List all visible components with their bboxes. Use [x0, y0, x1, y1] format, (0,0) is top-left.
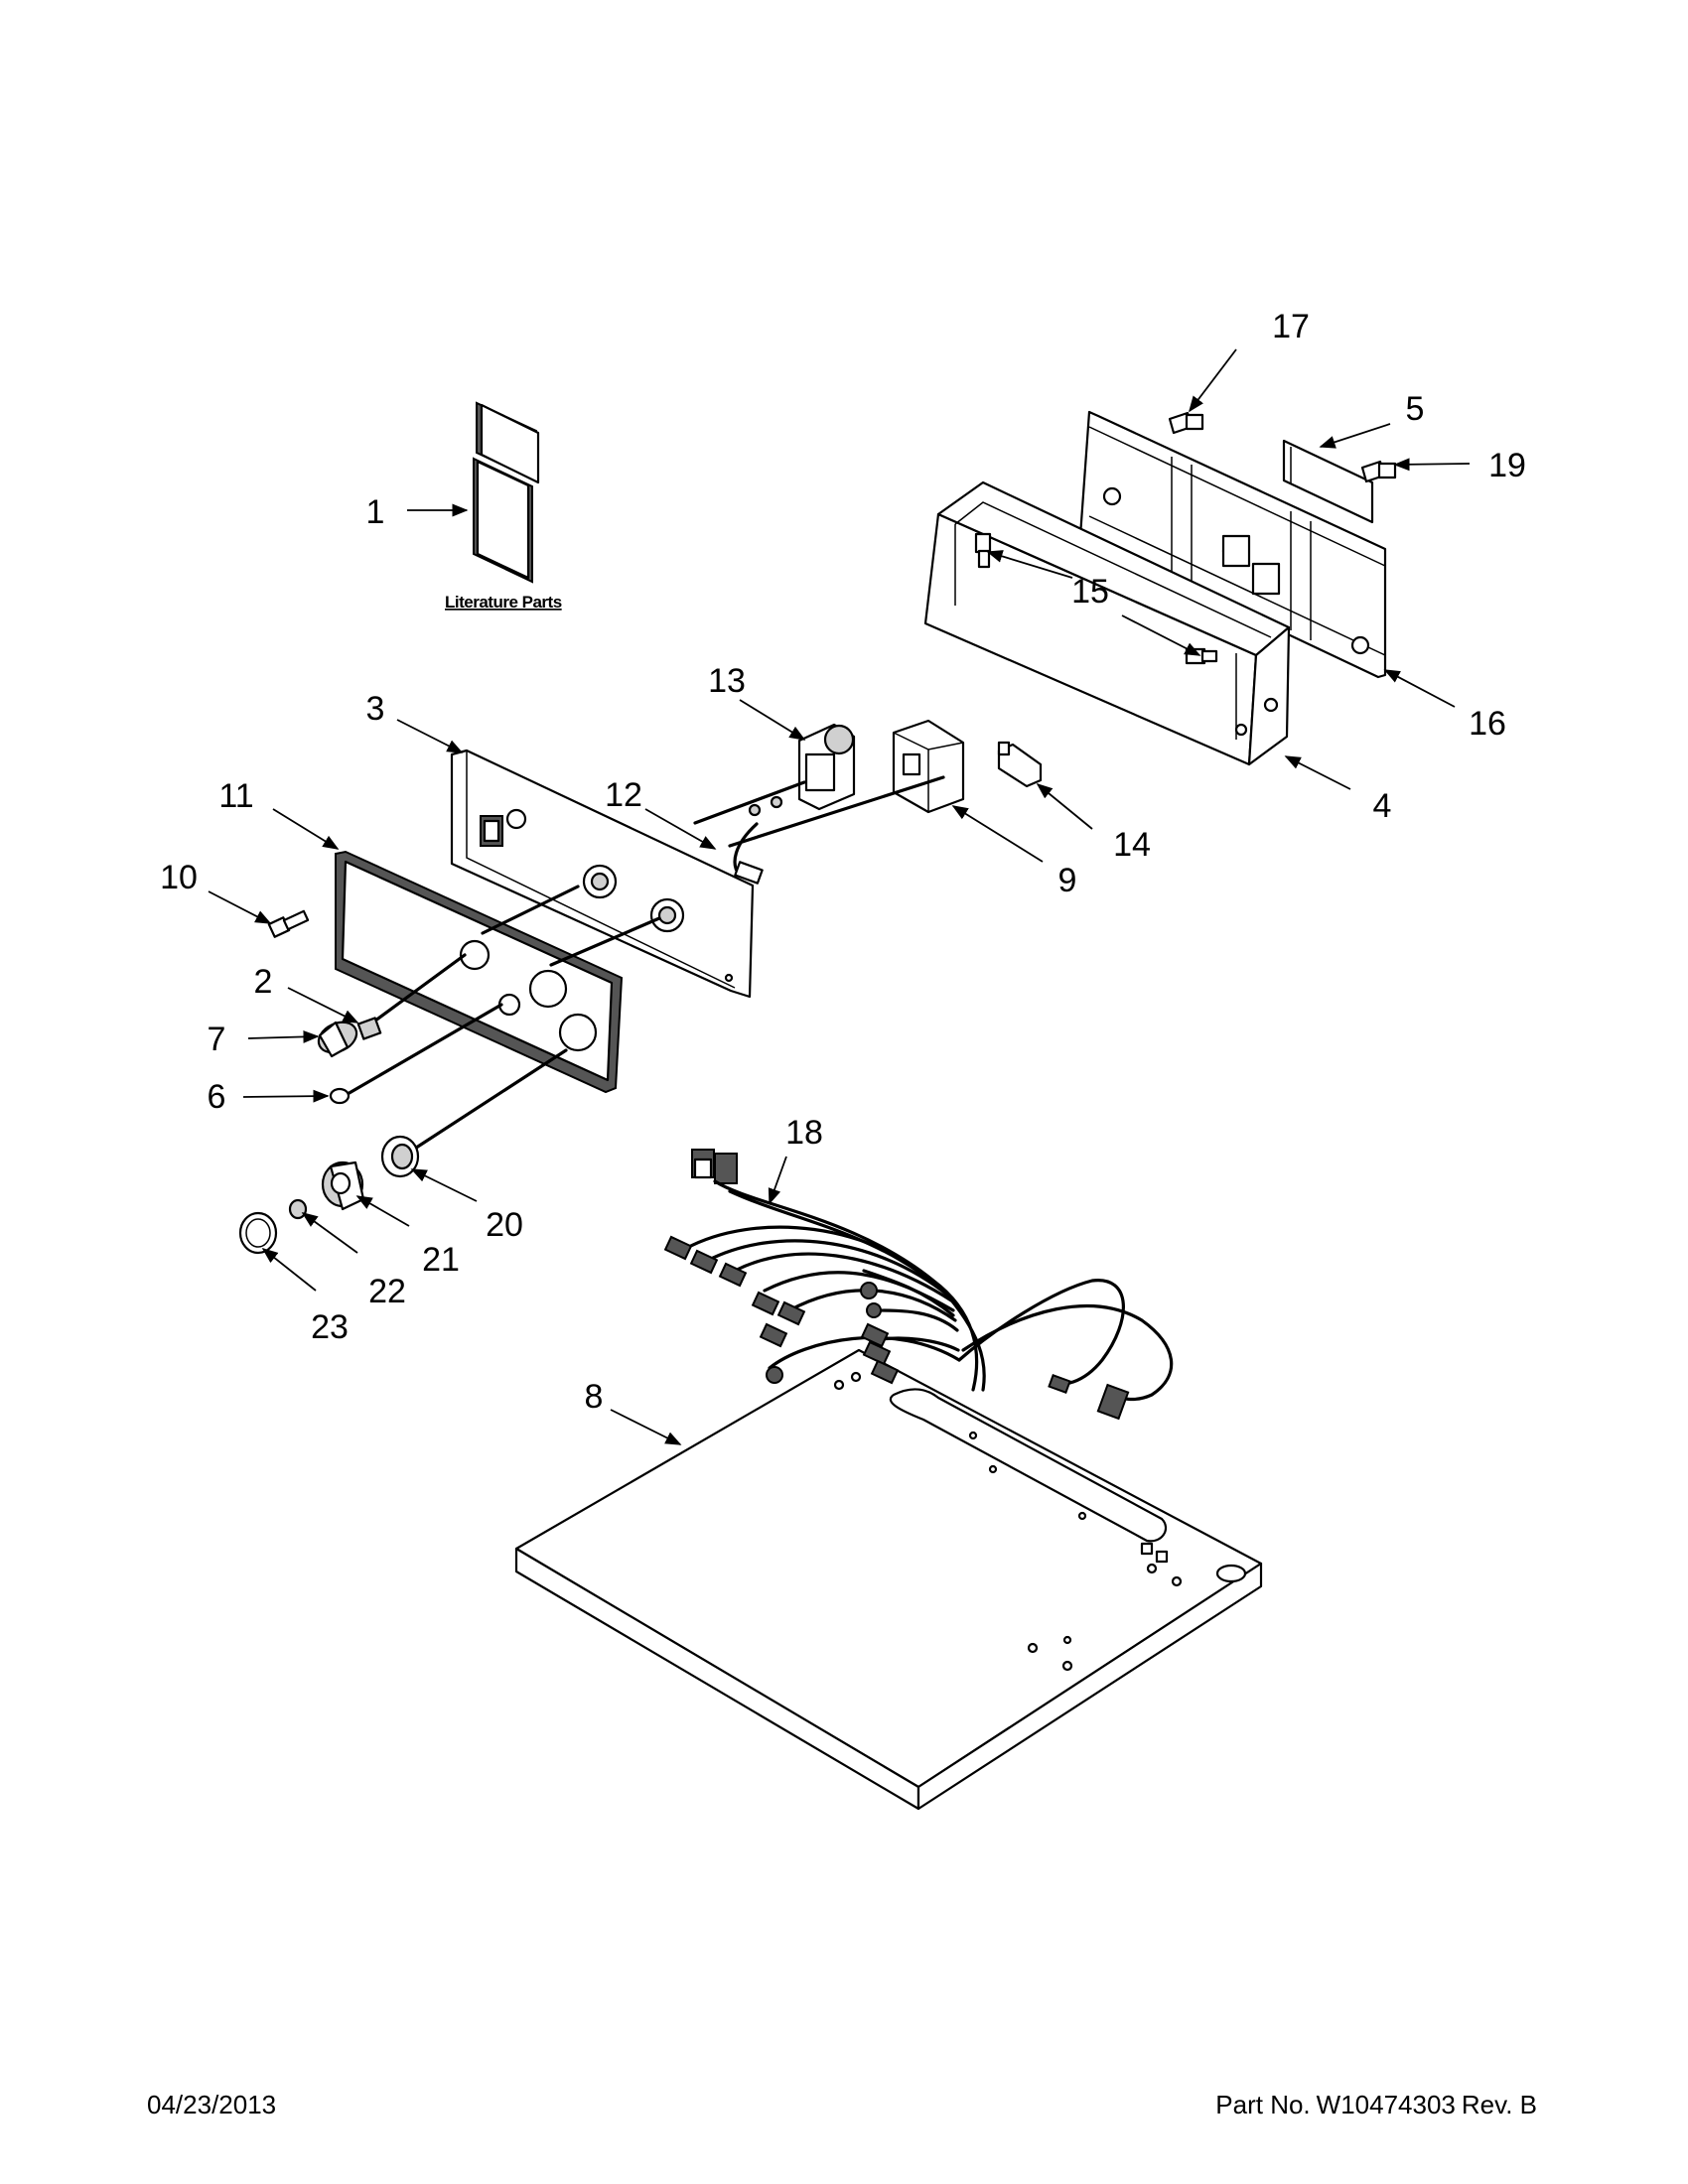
callout-3: 3: [366, 690, 385, 728]
timer-part: [797, 723, 856, 811]
callout-20: 20: [486, 1206, 523, 1244]
knob-21-part: [321, 1160, 365, 1211]
footer-date: 04/23/2013: [147, 2090, 277, 2119]
callout-9: 9: [1058, 862, 1077, 899]
callout-18: 18: [785, 1114, 823, 1152]
callout-11: 11: [218, 777, 253, 815]
screw-19-part: [1360, 460, 1397, 483]
callout-15: 15: [1071, 573, 1109, 611]
literature-booklet-part: [473, 401, 540, 584]
clip-23-part: [238, 1211, 278, 1255]
screw-17-part: [1168, 411, 1204, 435]
main-wire-harness-part: [663, 1149, 1174, 1421]
leader-lines: [208, 348, 1471, 1445]
callout-12: 12: [605, 776, 642, 814]
washer-22-part: [288, 1198, 308, 1220]
callout-labels: 1 2 3 4 5 6 7 8 9 10 11 12 13 14 15 16 1…: [160, 308, 1526, 1416]
small-switch-part: [997, 741, 1043, 788]
control-panel-part: [450, 749, 755, 999]
callout-21: 21: [422, 1241, 460, 1279]
callout-10: 10: [160, 859, 198, 896]
screw-10-part: [267, 909, 310, 938]
callout-16: 16: [1469, 705, 1506, 743]
small-wire-harness-part: [693, 775, 945, 885]
callout-7: 7: [208, 1021, 226, 1058]
callout-19: 19: [1488, 447, 1526, 484]
part-number: W10474303: [1316, 2090, 1456, 2119]
callout-17: 17: [1272, 308, 1310, 345]
bezel-ring-20-part: [380, 1135, 420, 1178]
callout-2: 2: [254, 963, 273, 1001]
callout-23: 23: [311, 1308, 349, 1346]
callout-14: 14: [1113, 826, 1151, 864]
bezel-part: [335, 850, 624, 1094]
callout-6: 6: [208, 1078, 226, 1116]
callout-1: 1: [366, 493, 385, 531]
top-panel-part: [514, 1348, 1263, 1811]
switch-part: [892, 719, 965, 814]
callout-8: 8: [585, 1378, 604, 1416]
shaft-lines: [346, 885, 661, 1156]
callout-5: 5: [1406, 390, 1425, 428]
nut-2-part: [356, 1017, 382, 1040]
callout-4: 4: [1373, 787, 1392, 825]
small-bracket-part: [1282, 439, 1374, 524]
console-housing-part: [923, 480, 1291, 766]
callout-13: 13: [708, 662, 746, 700]
button-6-part: [329, 1087, 351, 1105]
literature-parts-label: Literature Parts: [445, 593, 562, 612]
callout-22: 22: [368, 1273, 406, 1310]
part-number-prefix: Part No.: [1215, 2090, 1311, 2119]
revision: Rev. B: [1461, 2090, 1537, 2119]
screw-15a-part: [974, 532, 992, 569]
knob-7-part: [317, 1021, 358, 1058]
